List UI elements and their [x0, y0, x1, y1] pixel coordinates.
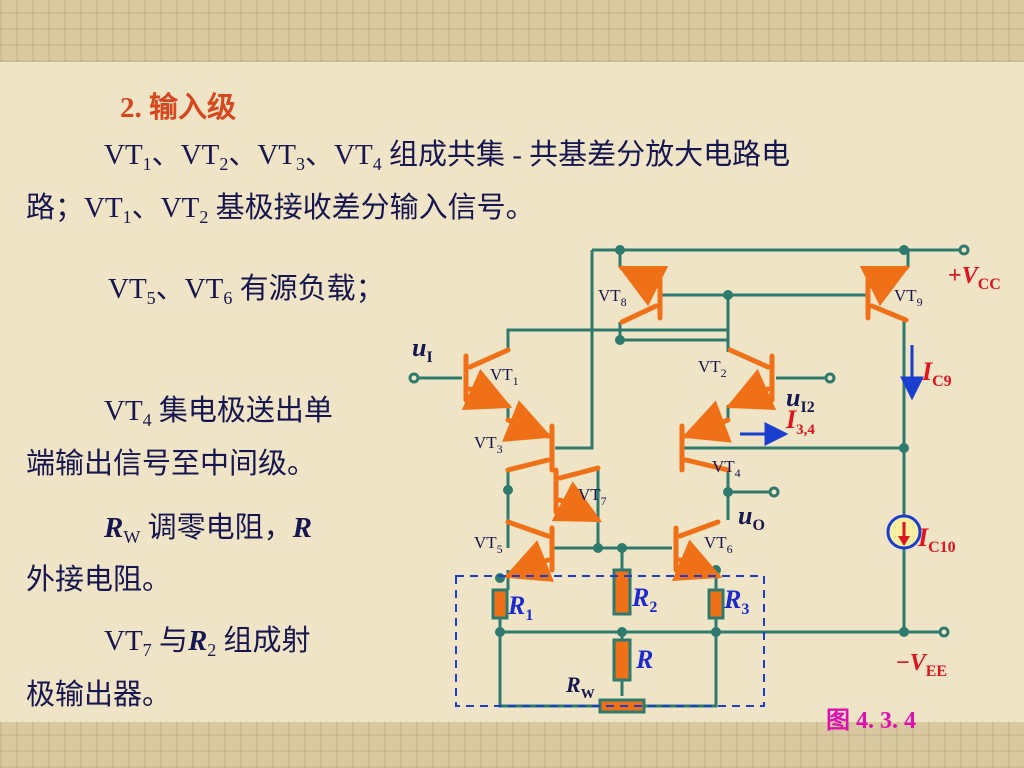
subscript: 2 — [199, 207, 209, 227]
transistors — [461, 265, 911, 582]
text-run: VT — [104, 395, 143, 427]
para3-line2: 端输出信号至中间级。 — [26, 447, 316, 481]
text-run: VT — [104, 625, 143, 657]
vee-label: −VEE — [896, 650, 947, 680]
vt2-symbol — [725, 347, 777, 410]
para2-line1: VT5、VT6 有源负载； — [108, 272, 385, 308]
subscript: 6 — [223, 288, 233, 308]
vt3-symbol — [502, 400, 555, 473]
r1-label: R1 — [507, 591, 533, 624]
para5-line2: 极输出器。 — [26, 678, 171, 712]
ic9-label: IC9 — [921, 357, 952, 390]
uo-terminal — [768, 486, 780, 498]
vt1-symbol — [461, 347, 513, 410]
text-run: 外接电阻。 — [26, 564, 172, 596]
vt4-label: VT4 — [712, 457, 741, 480]
subscript: 4 — [142, 410, 152, 430]
vt1-label: VT1 — [490, 365, 519, 388]
subscript: 4 — [372, 154, 382, 174]
vt8-symbol — [617, 265, 669, 325]
text-run: 、VT — [228, 139, 297, 171]
variable: R — [104, 512, 124, 544]
subscript: 1 — [142, 154, 152, 174]
r2-label: R2 — [631, 583, 657, 616]
text-run: 有源负载； — [232, 273, 385, 305]
vt7-label: VT7 — [578, 485, 607, 508]
vt5-symbol — [503, 519, 555, 582]
figure-label: 图 4. 3. 4 — [826, 708, 916, 734]
ui-label: uI — [412, 333, 433, 366]
para4-line1: RW 调零电阻，R — [104, 511, 312, 547]
subscript: 7 — [142, 640, 152, 660]
subscript: 2 — [219, 154, 229, 174]
text-run: 、VT — [305, 139, 373, 171]
text-run: 、VT — [151, 139, 220, 171]
r3-resistor — [707, 588, 725, 620]
ui-terminal — [408, 372, 420, 384]
text-run: VT — [108, 273, 147, 305]
text-run: 、VT — [131, 192, 200, 224]
text-run: 基极接收差分输入信号。 — [208, 192, 535, 224]
text-run: 与 — [151, 625, 188, 657]
vt9-symbol — [859, 265, 911, 323]
vt9-label: VT9 — [894, 286, 923, 309]
vt5-label: VT5 — [474, 533, 503, 556]
vcc-label: +VCC — [948, 263, 1001, 293]
vt7-symbol — [551, 465, 602, 523]
text-run: 集电极送出单 — [151, 395, 333, 427]
text-run: 组成射 — [216, 625, 311, 657]
text-run: VT — [104, 139, 143, 171]
para5-line1: VT7 与R2 组成射 — [104, 624, 311, 660]
text-run: 、VT — [155, 273, 224, 305]
vt8-label: VT8 — [598, 286, 627, 309]
rw-wiper — [498, 632, 718, 708]
variable: R — [187, 625, 208, 657]
r2-resistor — [612, 568, 632, 616]
rw-label: RW — [565, 672, 595, 702]
terminals — [408, 244, 970, 638]
subscript: 2 — [207, 640, 217, 660]
subscript: 3 — [296, 154, 306, 174]
r-label: R — [635, 645, 653, 674]
para4-line2: 外接电阻。 — [26, 563, 171, 597]
vt4-symbol — [679, 400, 732, 473]
text-run: 极输出器。 — [26, 679, 172, 711]
vt6-label: VT6 — [704, 533, 733, 556]
vee-terminal — [938, 626, 950, 638]
ui2-terminal — [824, 372, 836, 384]
dashed-box — [455, 575, 765, 707]
section-heading: 2. 输入级 — [120, 92, 237, 124]
subscript: 1 — [122, 207, 132, 227]
text-run: 组成共集 - 共基差分放大电路电 — [381, 139, 791, 171]
vt3-label: VT3 — [474, 433, 503, 456]
text-run: 端输出信号至中间级。 — [26, 448, 317, 480]
decorative-bottom-border — [0, 722, 1024, 768]
para3-line1: VT4 集电极送出单 — [104, 394, 333, 430]
vt2-label: VT2 — [698, 357, 727, 380]
variable: R — [292, 512, 312, 544]
r1-resistor — [491, 588, 509, 620]
ui2-label: uI2 — [786, 383, 815, 416]
subscript: W — [123, 527, 141, 547]
text-run: 路；VT — [26, 192, 123, 224]
vcc-terminal — [958, 244, 970, 256]
para1-line2: 路；VT1、VT2 基极接收差分输入信号。 — [26, 191, 535, 227]
uo-label: uO — [738, 501, 765, 534]
r3-label: R3 — [723, 585, 749, 618]
current-source-ic10 — [886, 514, 922, 550]
vt6-symbol — [671, 519, 723, 582]
r-resistor — [612, 638, 632, 682]
ic10-label: IC10 — [917, 523, 956, 556]
junction-dots — [495, 245, 909, 637]
text-run: 调零电阻， — [140, 512, 293, 544]
para1-line1: VT1、VT2、VT3、VT4 组成共集 - 共基差分放大电路电 — [104, 138, 791, 174]
i34-label: I3,4 — [785, 405, 815, 438]
decorative-top-border — [0, 0, 1024, 62]
subscript: 5 — [146, 288, 156, 308]
resistors — [491, 568, 725, 714]
